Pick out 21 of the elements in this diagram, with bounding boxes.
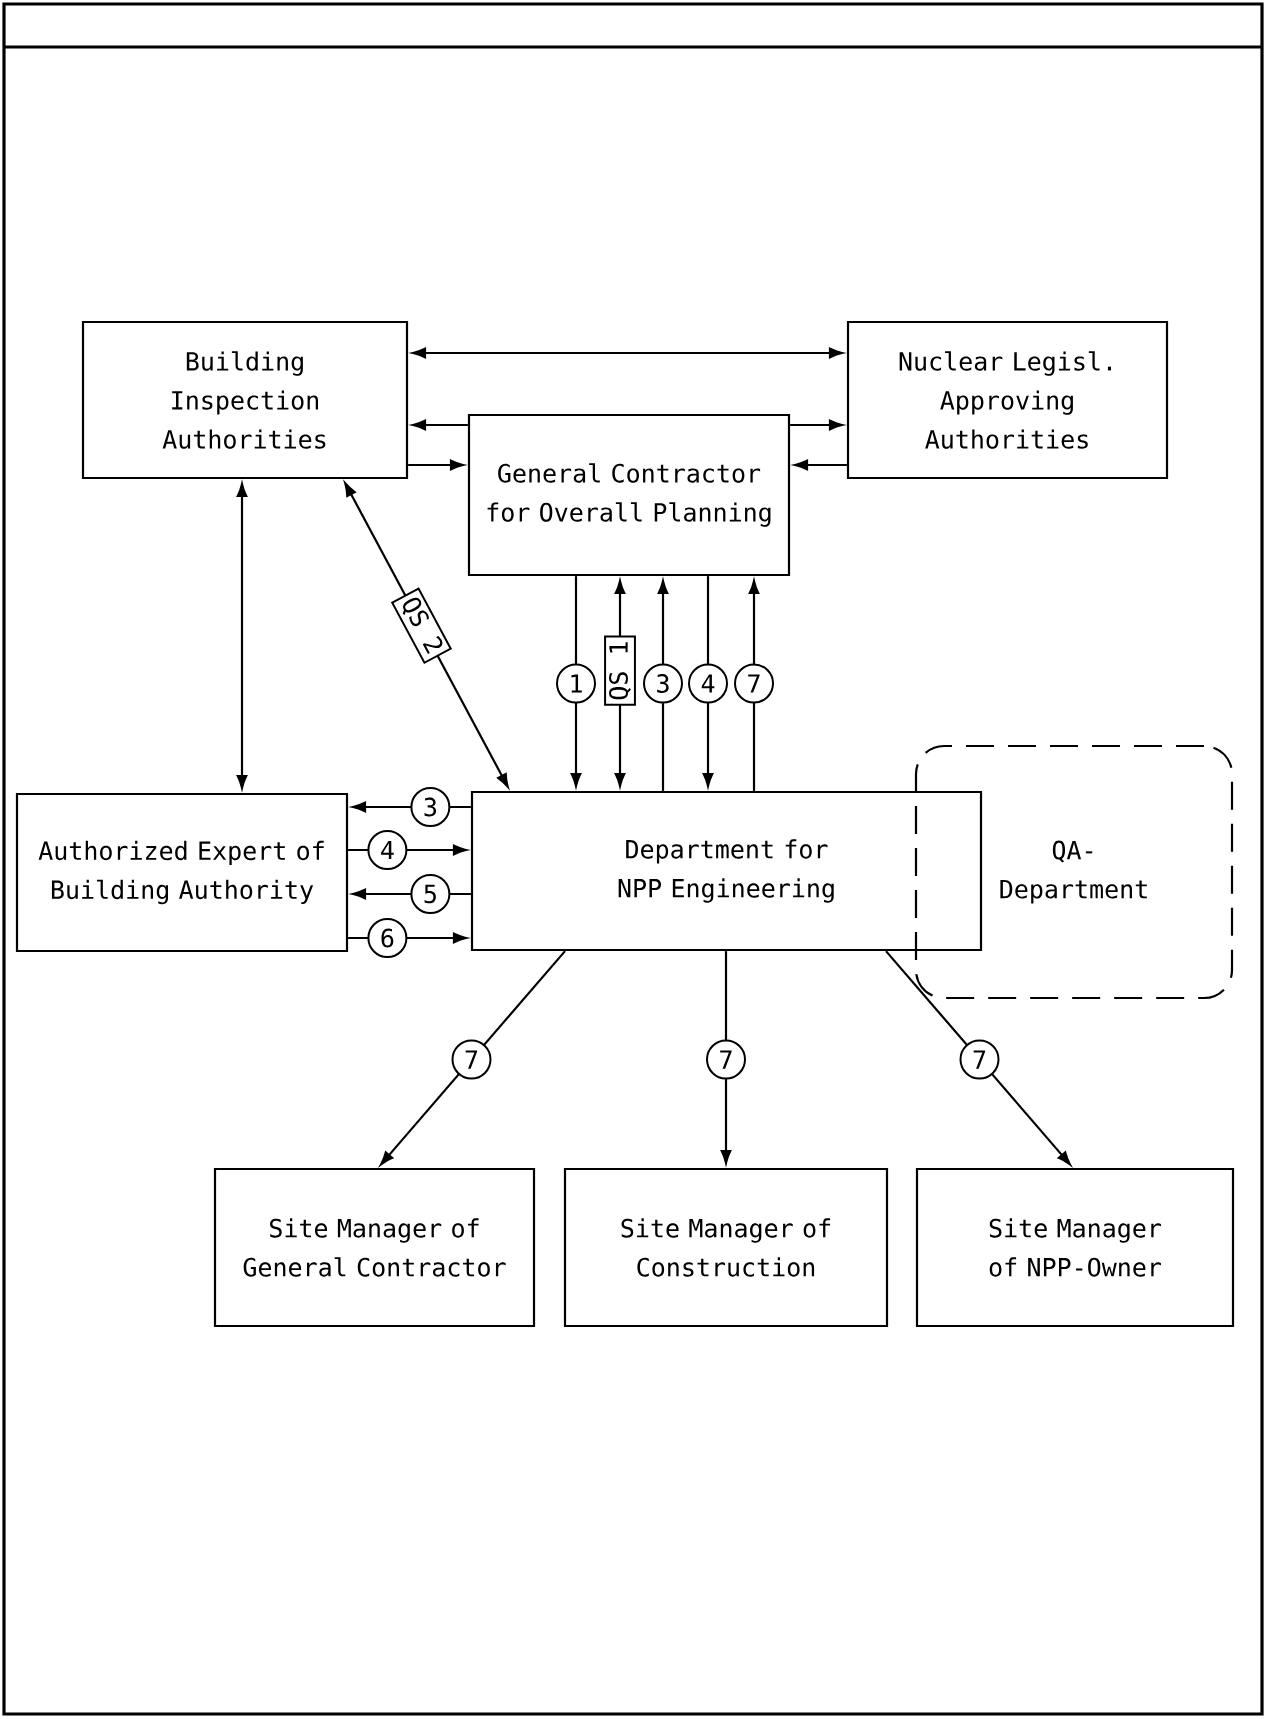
circled-number: 7	[451, 1039, 492, 1080]
process-box: General Contractor for Overall Planning	[467, 413, 791, 577]
process-box: Department for NPP Engineering	[470, 790, 983, 952]
process-box: Authorized Expert of Building Authority	[15, 792, 349, 953]
process-box: Nuclear Legisl. Approving Authorities	[846, 320, 1169, 480]
edge-label: QS 1	[604, 635, 636, 706]
circled-number: 1	[556, 663, 596, 704]
circled-number: 5	[410, 874, 451, 914]
circled-number: 3	[643, 663, 683, 704]
process-box: Site Manager of NPP-Owner	[915, 1167, 1235, 1328]
dashed-region: QA-Department	[914, 744, 1234, 1000]
circled-number: 4	[688, 663, 728, 704]
circled-number: 7	[734, 663, 774, 704]
process-box: Site Manager of General Contractor	[213, 1167, 536, 1328]
circled-number: 6	[367, 918, 408, 958]
circled-number: 7	[706, 1039, 746, 1080]
circled-number: 7	[959, 1039, 1000, 1080]
process-box: Building Inspection Authorities	[81, 320, 409, 480]
circled-number: 4	[367, 830, 408, 870]
process-box: Site Manager of Construction	[563, 1167, 889, 1328]
circled-number: 3	[410, 787, 451, 827]
